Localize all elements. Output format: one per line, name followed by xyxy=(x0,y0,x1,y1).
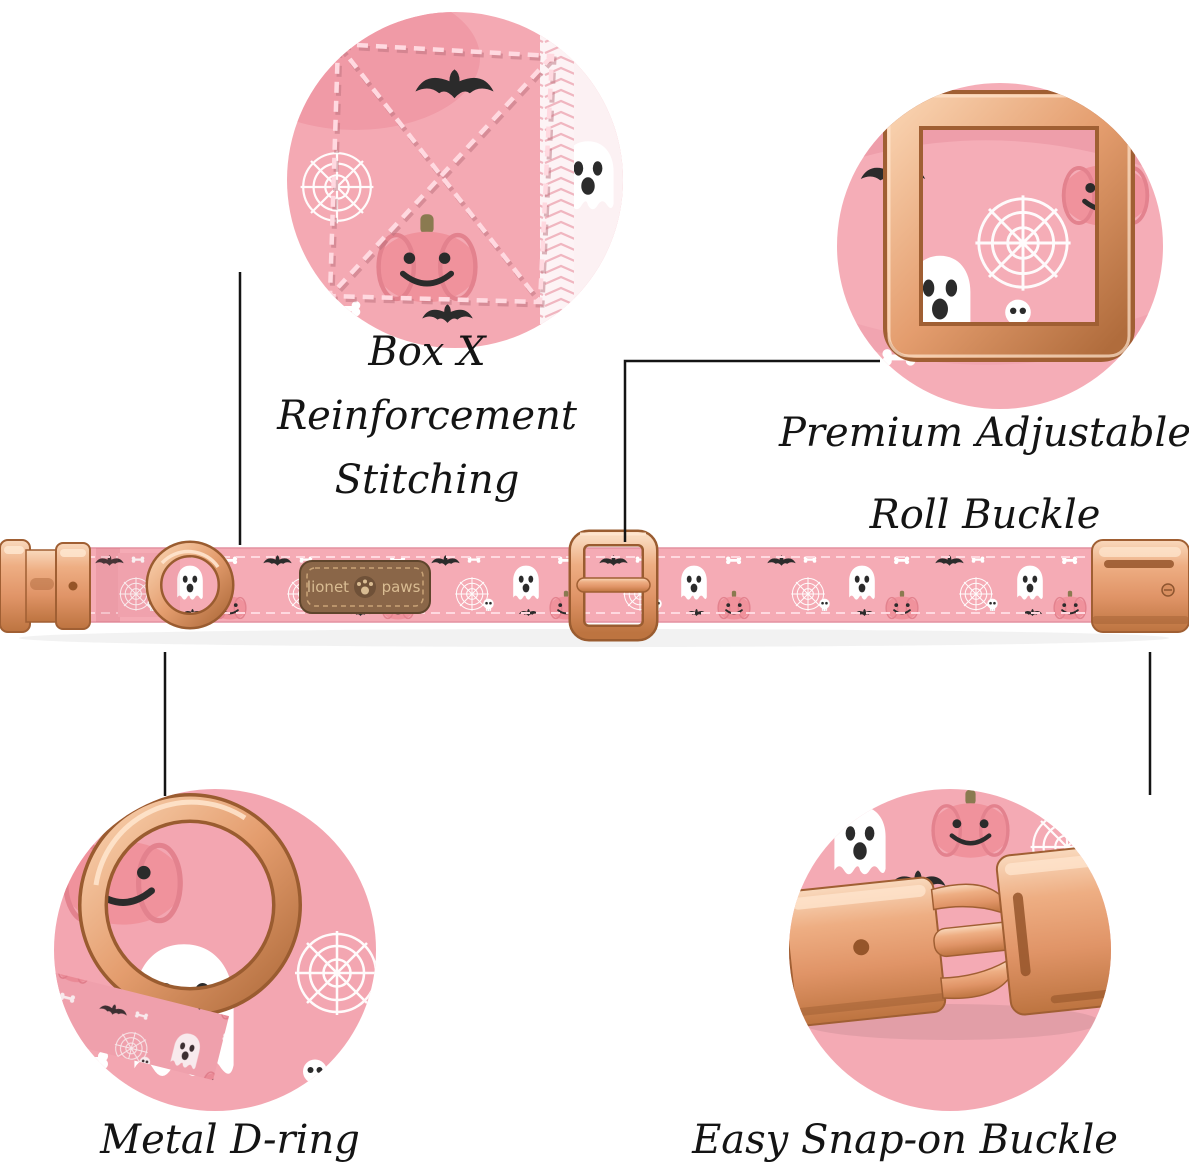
spiderweb-motif xyxy=(973,193,1073,293)
callout-line-roll-buckle xyxy=(623,359,880,542)
roll-buckle-slider xyxy=(568,529,659,642)
d-ring-highlight xyxy=(93,799,247,886)
d-ring-metal xyxy=(81,796,299,1014)
strap-fold-shadow xyxy=(96,548,120,622)
strap-through-ring xyxy=(54,968,230,1081)
bone-motif xyxy=(72,1051,109,1070)
buckle-slot xyxy=(1012,892,1031,977)
stitching-closeup-photo xyxy=(287,12,623,348)
tag-stitch-border xyxy=(306,567,424,607)
callout-label-roll-buckle-line2: Roll Buckle xyxy=(869,492,1101,538)
callout-label-snap-buckle: Easy Snap-on Buckle xyxy=(645,1108,1165,1169)
callout-label-stitching-line1: Box X Reinforcement xyxy=(277,329,577,439)
tag-brand-left: lionet xyxy=(307,578,349,596)
d-ring-metal xyxy=(148,543,232,627)
screw-hole xyxy=(68,581,78,591)
d-ring xyxy=(145,540,235,630)
callout-label-roll-buckle-line1: Premium Adjustable xyxy=(778,410,1189,456)
roll-buckle-highlight xyxy=(887,94,1131,358)
slider-center-bar xyxy=(576,577,651,593)
callout-label-roll-buckle: Premium Adjustable Roll Buckle xyxy=(775,392,1189,556)
paw-icon xyxy=(354,576,376,598)
roll-buckle-frame xyxy=(887,94,1131,358)
skull-motif xyxy=(302,1058,328,1089)
roll-buckle-closeup-photo xyxy=(837,83,1163,409)
snap-buckle-male-end xyxy=(0,539,91,633)
callout-label-d-ring-text: Metal D-ring xyxy=(100,1117,360,1163)
tag-brand-right: paws xyxy=(382,578,421,596)
buckle-slot xyxy=(1050,988,1111,1004)
metal-shade xyxy=(1092,616,1189,624)
metal-highlight xyxy=(792,884,926,910)
snap-buckle-female-end xyxy=(1091,539,1189,633)
callout-lines xyxy=(163,272,1152,796)
callout-label-snap-buckle-text: Easy Snap-on Buckle xyxy=(692,1117,1118,1163)
spiderweb-motif xyxy=(293,929,376,1017)
collar-photo: lionet paws xyxy=(0,529,1189,647)
metal-highlight xyxy=(4,546,24,554)
box-x-stitching xyxy=(327,41,555,305)
buckle-hole xyxy=(853,939,870,956)
callout-label-stitching: Box X Reinforcement Stitching xyxy=(217,320,637,512)
brand-tag: lionet paws xyxy=(299,560,431,614)
d-ring-highlight xyxy=(160,549,220,569)
metal-shade xyxy=(30,578,54,590)
d-ring-closeup-photo xyxy=(54,789,376,1111)
metal-highlight xyxy=(60,549,86,557)
callout-label-d-ring: Metal D-ring xyxy=(50,1108,410,1169)
edge-stitching xyxy=(86,556,1094,614)
ghost-motif xyxy=(834,806,886,875)
metal-shade xyxy=(795,992,946,1017)
callout-label-stitching-line2: Stitching xyxy=(334,457,520,503)
metal-highlight xyxy=(1099,547,1181,557)
snap-buckle-closeup-photo xyxy=(789,789,1111,1111)
buckle-slot xyxy=(1104,560,1174,568)
